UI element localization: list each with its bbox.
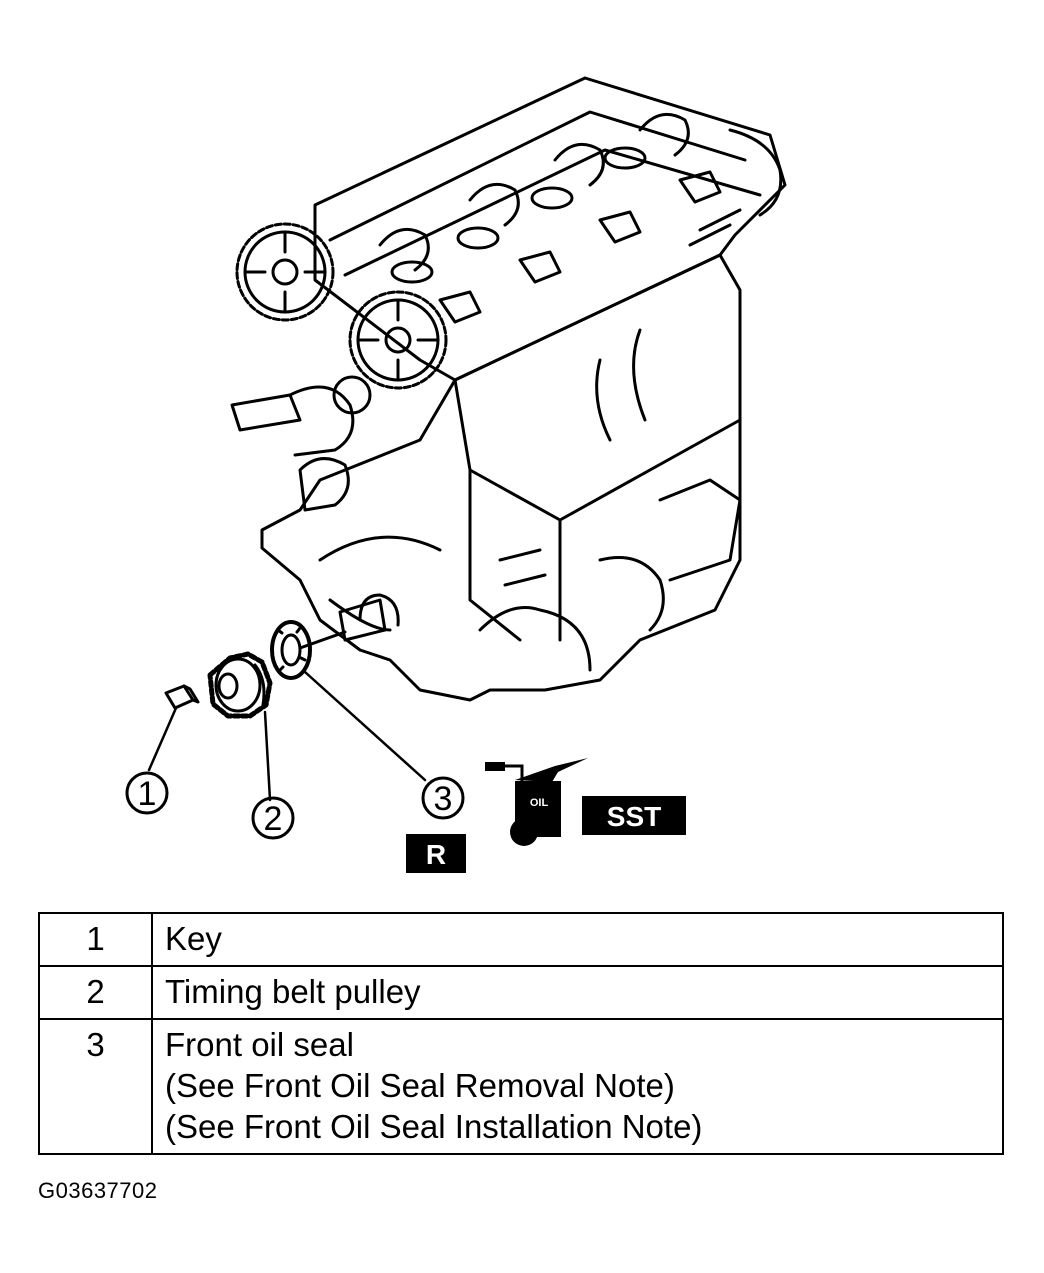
part-description-cell: Front oil seal (See Front Oil Seal Remov…	[151, 1018, 1004, 1155]
callout-number-3: 3	[434, 780, 453, 818]
crankshaft-nose	[298, 598, 387, 650]
callout-circle-1	[125, 771, 169, 815]
engine-block	[260, 253, 742, 702]
table-row: 1 Key	[38, 912, 1004, 967]
figure-code: G03637702	[38, 1178, 158, 1203]
table-row: 3 Front oil seal (See Front Oil Seal Rem…	[38, 1018, 1004, 1155]
callout-number-2: 2	[264, 800, 283, 838]
callout-circle-3	[421, 776, 465, 820]
special-service-tool-label: SST	[607, 801, 661, 832]
replace-badge: R	[406, 834, 466, 873]
replace-badge-label: R	[426, 839, 446, 870]
oil-can-label: OIL	[530, 797, 549, 809]
camshaft-sprocket-intake	[235, 222, 335, 322]
part-number: 1	[38, 912, 153, 967]
parts-table: 1 Key 2 Timing belt pulley 3 Front oil s…	[38, 912, 1004, 1155]
camshaft-sprocket-exhaust	[348, 290, 448, 390]
installation-note-reference: (See Front Oil Seal Installation Note)	[165, 1108, 703, 1145]
cylinder-head	[313, 76, 787, 382]
part-description: Front oil seal	[165, 1026, 354, 1063]
special-service-tool-badge: SST	[582, 796, 686, 835]
front-oil-seal	[270, 620, 312, 680]
key-part	[164, 684, 200, 710]
callout-circle-2	[251, 796, 295, 840]
table-row: 2 Timing belt pulley	[38, 965, 1004, 1020]
part-number: 2	[38, 965, 153, 1020]
engine-exploded-diagram: 1 2 3 R OIL SST	[125, 76, 787, 873]
callout-number-1: 1	[138, 775, 157, 813]
water-outlet	[230, 375, 372, 512]
removal-note-reference: (See Front Oil Seal Removal Note)	[165, 1067, 675, 1104]
oil-can-icon: OIL	[485, 758, 588, 846]
part-description: Timing belt pulley	[151, 965, 1004, 1020]
part-description: Key	[151, 912, 1004, 967]
leader-lines	[147, 670, 427, 802]
part-number: 3	[38, 1018, 153, 1155]
timing-belt-pulley	[207, 651, 273, 719]
